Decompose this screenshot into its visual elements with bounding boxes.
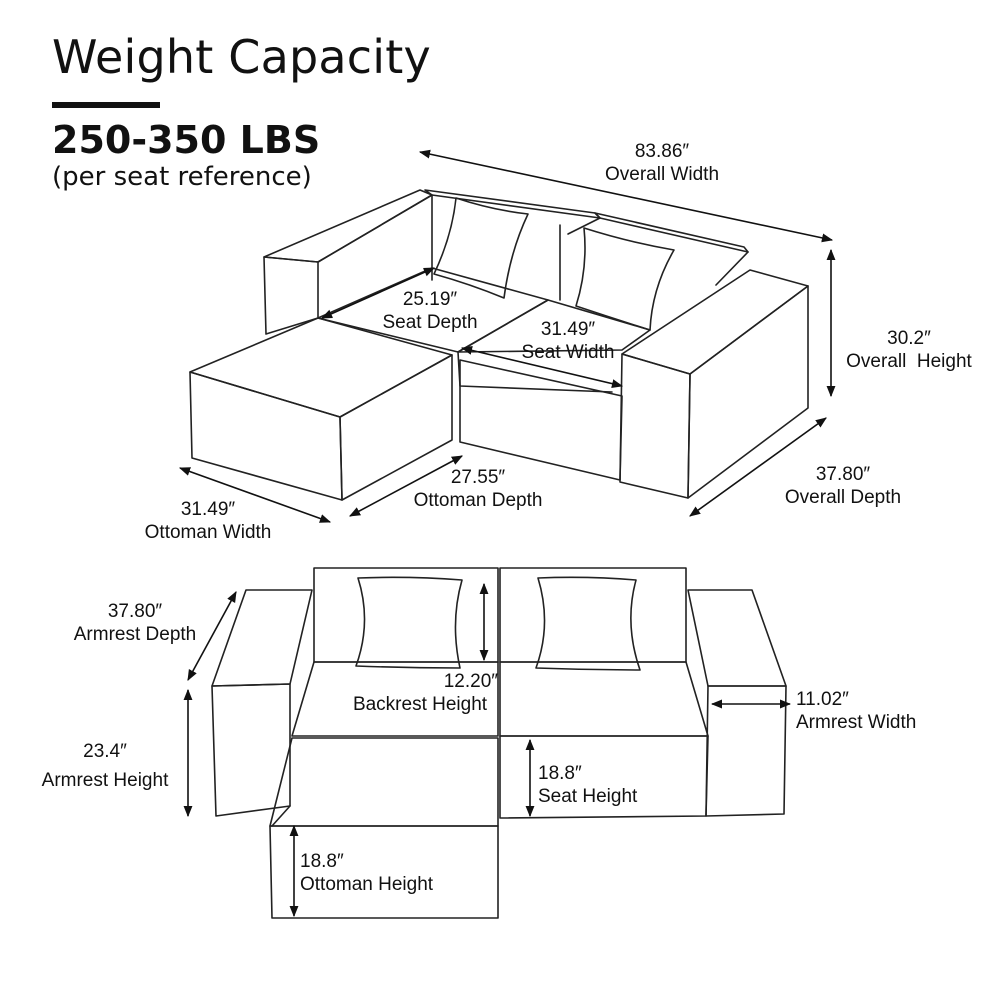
armrest-depth-dimension-line bbox=[187, 591, 237, 681]
ottoman-depth-dimension-line bbox=[349, 455, 463, 517]
backrest-height-value: 12.20″ bbox=[443, 671, 498, 692]
overall-depth-dimension-line bbox=[689, 417, 827, 517]
armrest-depth-text: Armrest Depth bbox=[73, 624, 197, 645]
page-title: Weight Capacity bbox=[52, 30, 431, 84]
seat-height-text: Seat Height bbox=[538, 786, 638, 807]
seat-depth-dimension-line bbox=[320, 267, 436, 319]
iso-pillow-left bbox=[433, 197, 529, 299]
iso-sofa bbox=[189, 189, 809, 501]
armrest-width-label: 11.02″ Armrest Width bbox=[796, 688, 946, 734]
ottoman-width-label: 31.49″ Ottoman Width bbox=[128, 498, 288, 544]
armrest-depth-value: 37.80″ bbox=[107, 601, 163, 622]
seat-depth-label: 25.19″ Seat Depth bbox=[370, 288, 490, 334]
front-pillow-left bbox=[355, 576, 463, 669]
overall-depth-value: 37.80″ bbox=[815, 464, 871, 485]
overall-height-text: Overall Height bbox=[846, 351, 972, 372]
iso-seat-front bbox=[459, 359, 623, 481]
ottoman-height-label: 18.8″ Ottoman Height bbox=[300, 850, 470, 896]
ottoman-height-value: 18.8″ bbox=[300, 851, 344, 872]
armrest-height-label: 23.4″ Armrest Height bbox=[30, 740, 180, 792]
front-pillow-right bbox=[535, 576, 641, 671]
backrest-height-label: 12.20″ Backrest Height bbox=[340, 670, 500, 716]
iso-pillow-right bbox=[575, 227, 675, 331]
top-dimension-lines bbox=[178, 149, 836, 523]
iso-right-armrest bbox=[619, 269, 809, 499]
armrest-height-text: Armrest Height bbox=[41, 770, 169, 791]
ottoman-width-value: 31.49″ bbox=[180, 499, 236, 520]
backrest-height-text: Backrest Height bbox=[352, 694, 488, 715]
overall-depth-text: Overall Depth bbox=[784, 487, 902, 508]
seat-height-value: 18.8″ bbox=[538, 763, 582, 784]
armrest-depth-label: 37.80″ Armrest Depth bbox=[60, 600, 210, 646]
front-ottoman bbox=[269, 737, 499, 919]
seat-width-dimension-line bbox=[460, 345, 624, 389]
armrest-width-value: 11.02″ bbox=[796, 689, 849, 710]
overall-depth-label: 37.80″ Overall Depth bbox=[768, 463, 918, 509]
front-sofa bbox=[211, 567, 787, 919]
ottoman-depth-label: 27.55″ Ottoman Depth bbox=[398, 466, 558, 512]
weight-capacity-note: (per seat reference) bbox=[52, 162, 312, 192]
overall-width-text: Overall Width bbox=[604, 164, 720, 185]
seat-width-label: 31.49″ Seat Width bbox=[508, 318, 628, 364]
armrest-width-text: Armrest Width bbox=[796, 712, 917, 733]
overall-width-label: 83.86″ Overall Width bbox=[572, 140, 752, 186]
ottoman-width-dimension-line bbox=[178, 467, 332, 523]
weight-capacity-value: 250-350 LBS bbox=[52, 118, 321, 162]
overall-width-value: 83.86″ bbox=[634, 141, 690, 162]
front-left-armrest bbox=[211, 589, 313, 827]
iso-ottoman bbox=[189, 317, 453, 501]
front-right-armrest bbox=[687, 589, 787, 817]
title-underline bbox=[52, 102, 160, 108]
ottoman-depth-value: 27.55″ bbox=[450, 467, 506, 488]
seat-width-text: Seat Width bbox=[521, 342, 615, 363]
front-dimension-lines bbox=[183, 582, 792, 918]
seat-height-label: 18.8″ Seat Height bbox=[538, 762, 678, 808]
armrest-height-value: 23.4″ bbox=[83, 741, 127, 762]
ottoman-depth-text: Ottoman Depth bbox=[413, 490, 543, 511]
seat-depth-text: Seat Depth bbox=[382, 312, 478, 333]
seat-depth-value: 25.19″ bbox=[402, 289, 458, 310]
iso-backrest bbox=[424, 189, 749, 301]
overall-height-value: 30.2″ bbox=[887, 328, 931, 349]
overall-width-dimension-line bbox=[418, 149, 834, 243]
seat-width-value: 31.49″ bbox=[540, 319, 596, 340]
overall-height-label: 30.2″ Overall Height bbox=[834, 327, 984, 373]
ottoman-width-text: Ottoman Width bbox=[144, 522, 272, 543]
ottoman-height-text: Ottoman Height bbox=[300, 874, 434, 895]
